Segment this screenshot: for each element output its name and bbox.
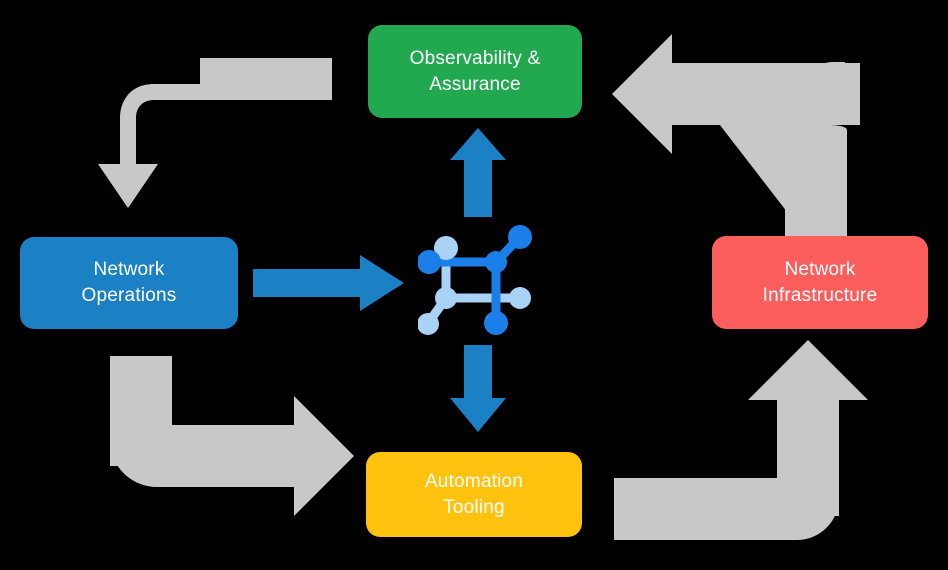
grey-arrow-netops-to-automation <box>110 356 354 516</box>
node-automation-tooling-label: Automation Tooling <box>424 470 524 518</box>
node-automation-tooling[interactable]: Automation Tooling <box>366 452 582 537</box>
blue-arrow-netops-to-center <box>253 255 404 311</box>
grey-arrow-netinfra-to-observability-body <box>672 63 836 230</box>
node-observability-assurance[interactable]: Observability & Assurance <box>368 25 582 118</box>
blue-arrow-center-to-automation <box>450 345 506 432</box>
node-network-operations-label: Network Operations <box>81 259 177 306</box>
grey-arrow-observability-to-netops-stem <box>200 58 332 100</box>
network-topology-icon <box>418 225 532 335</box>
node-network-infrastructure-label: Network Infrastructure <box>762 258 878 306</box>
grey-arrow-observability-to-netops <box>98 58 200 208</box>
node-observability-label: Observability & Assurance <box>409 47 541 95</box>
grey-arrow-automation-to-netinfra <box>614 340 868 540</box>
grey-arrow-netinfra-to-observability <box>800 46 845 228</box>
node-network-infrastructure[interactable]: Network Infrastructure <box>712 236 928 329</box>
node-network-operations[interactable]: Network Operations <box>20 237 238 329</box>
blue-arrow-center-to-observability <box>450 128 506 217</box>
